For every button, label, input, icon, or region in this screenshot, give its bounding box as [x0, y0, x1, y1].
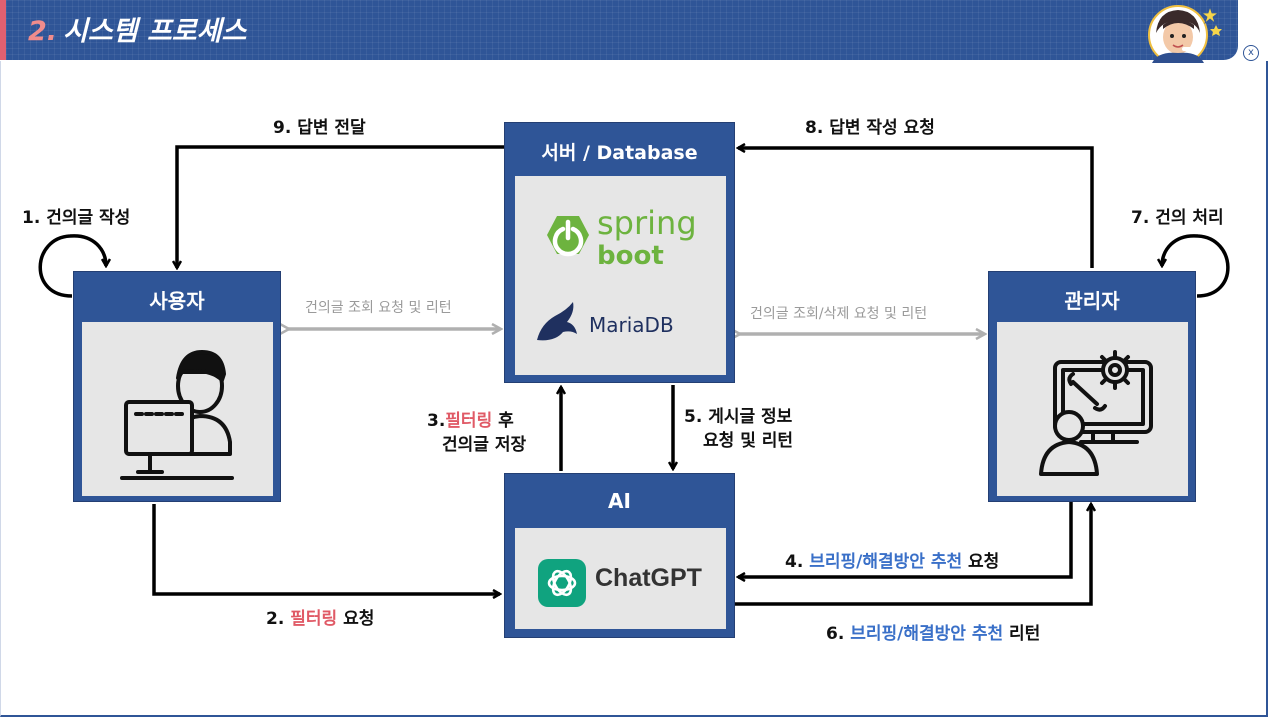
page-title: 2.시스템 프로세스: [28, 9, 246, 48]
arrow-step6: [735, 504, 1091, 606]
user-node-panel: [82, 322, 273, 496]
admin-with-settings-monitor-icon: [1039, 350, 1153, 476]
header-bar: 2.시스템 프로세스: [0, 0, 1238, 60]
admin-node: 관리자: [988, 271, 1196, 502]
page-title-number: 2.: [28, 16, 58, 47]
boot-text: boot: [597, 241, 664, 271]
label-step9: 9. 답변 전달: [273, 118, 366, 138]
label-step2-highlight: 필터링: [290, 609, 338, 629]
arrow-step9: [177, 145, 504, 268]
admin-node-panel: [997, 322, 1188, 496]
label-step7: 7. 건의 처리: [1131, 208, 1224, 228]
ai-node-title: AI: [608, 489, 631, 513]
user-node: 사용자: [73, 271, 281, 502]
arrow-step4: [738, 502, 1073, 577]
label-step2-num: 2.: [266, 609, 285, 629]
arrow-step2: [152, 504, 500, 594]
label-step3: 3.필터링 후: [427, 406, 514, 431]
label-step3-rest: 후: [498, 411, 514, 431]
label-step2-rest: 요청: [343, 609, 375, 629]
label-step3-num: 3.: [427, 411, 446, 431]
label-step4-highlight: 브리핑/해결방안 추천: [809, 552, 963, 572]
label-step4-rest: 요청: [968, 552, 1000, 572]
presenter-avatar-icon: [1148, 5, 1222, 63]
label-step8: 8. 답변 작성 요청: [805, 118, 935, 138]
label-step6-rest: 리턴: [1009, 624, 1041, 644]
spring-boot-logo: spring boot: [547, 204, 697, 271]
ai-node-panel: ChatGPT: [515, 528, 726, 629]
chatgpt-label: ChatGPT: [595, 564, 702, 592]
mariadb-logo: MariaDB: [537, 302, 674, 341]
arrow-step7-loop: [1162, 234, 1230, 298]
label-step6-highlight: 브리핑/해결방안 추천: [850, 624, 1004, 644]
user-node-title: 사용자: [149, 289, 205, 313]
close-button[interactable]: x: [1243, 45, 1259, 61]
label-step2: 2. 필터링 요청: [266, 604, 374, 629]
arrow-step8: [738, 148, 1094, 268]
label-step5-line1: 5. 게시글 정보: [684, 407, 793, 427]
mariadb-text: MariaDB: [589, 313, 674, 337]
label-user-server: 건의글 조회 요청 및 리턴: [305, 300, 452, 316]
slide-frame: [0, 61, 1268, 717]
header-accent: [0, 0, 6, 60]
ai-node: AI ChatGPT: [504, 473, 735, 638]
spring-text: spring: [597, 204, 697, 242]
label-step6: 6. 브리핑/해결방안 추천 리턴: [826, 619, 1040, 644]
server-node: 서버 / Database spring boot MariaDB: [504, 122, 735, 383]
server-node-panel: spring boot MariaDB: [515, 176, 726, 375]
user-at-computer-icon: [120, 350, 234, 480]
label-step5-line2: 요청 및 리턴: [703, 431, 794, 451]
label-step1: 1. 건의글 작성: [22, 208, 131, 228]
label-step4: 4. 브리핑/해결방안 추천 요청: [785, 547, 999, 572]
label-step3-line2: 건의글 저장: [442, 435, 527, 455]
admin-node-title: 관리자: [1064, 289, 1120, 313]
openai-logo: [538, 559, 586, 607]
label-admin-server: 건의글 조회/삭제 요청 및 리턴: [750, 306, 928, 322]
label-step6-num: 6.: [826, 624, 845, 644]
arrow-step1-loop: [38, 234, 106, 298]
server-node-title: 서버 / Database: [541, 142, 698, 164]
label-step3-highlight: 필터링: [445, 411, 493, 431]
page-title-text: 시스템 프로세스: [63, 16, 247, 47]
label-step4-num: 4.: [785, 552, 804, 572]
